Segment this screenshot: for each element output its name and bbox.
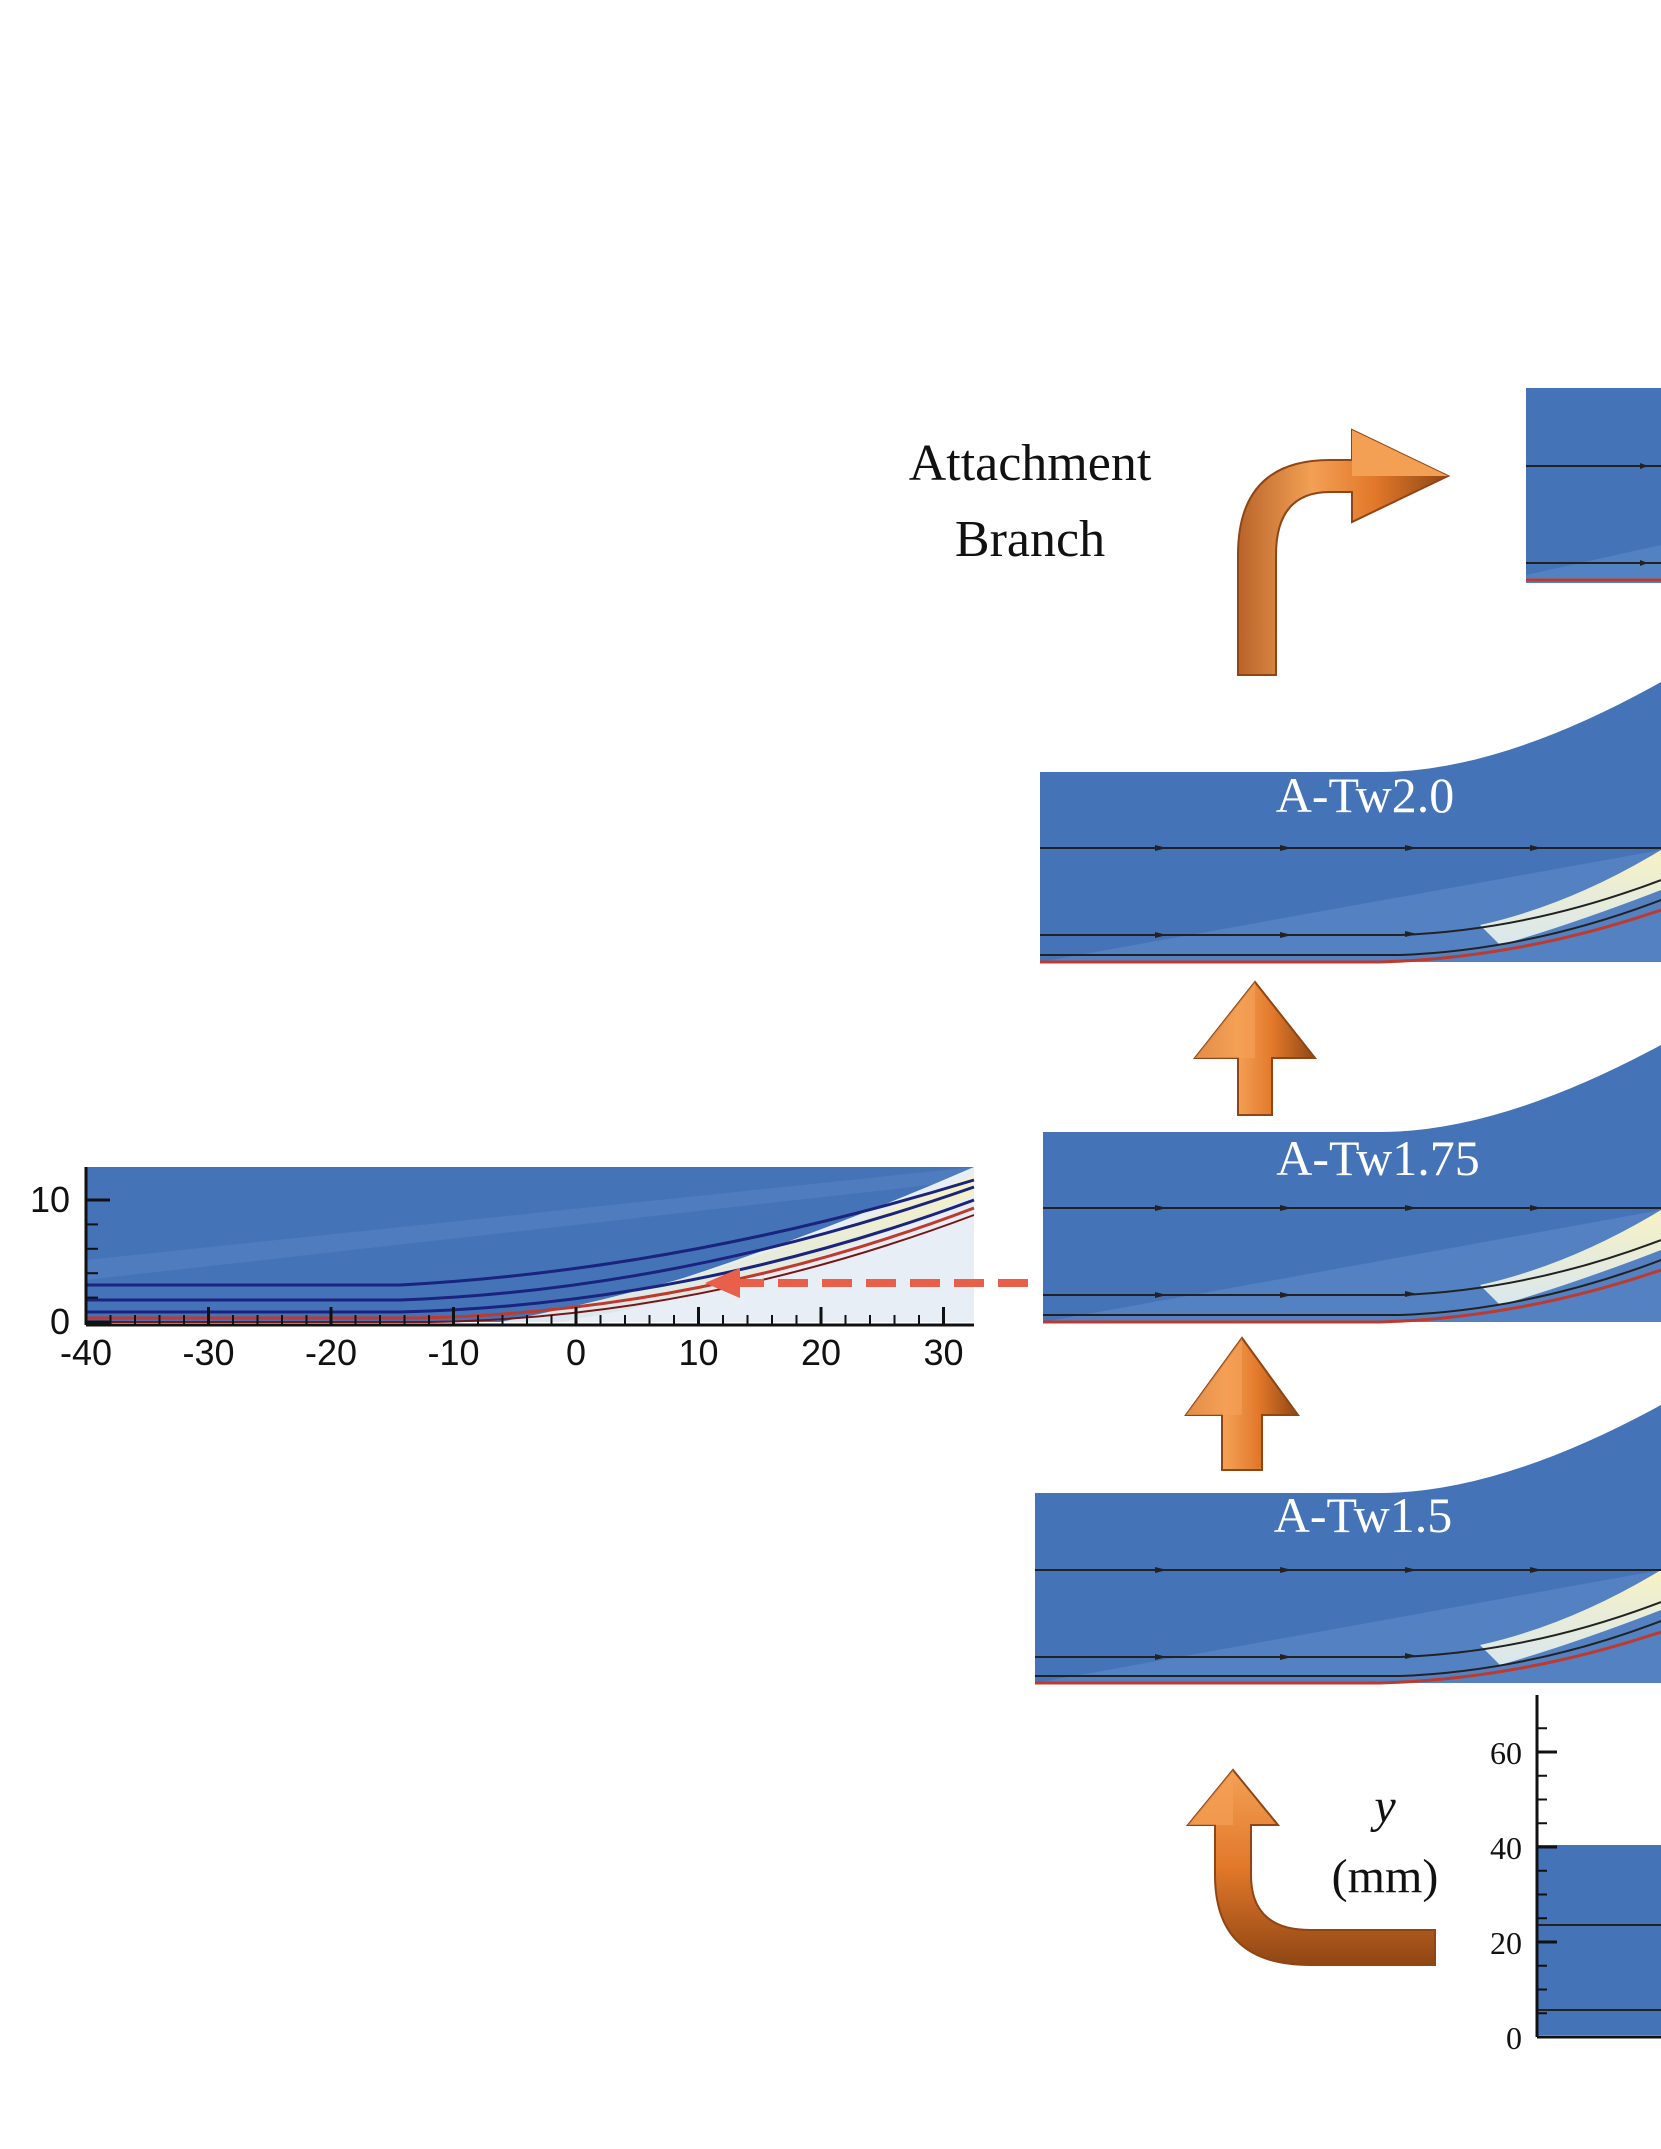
zoom-pointer-arrow [705,1268,1028,1298]
case-label-tw1-5: A-Tw1.5 [1274,1487,1452,1543]
inset-y-tick-label: 0 [50,1301,70,1342]
y-axis-variable: y [1369,1780,1396,1833]
flow-panel-tw2-0 [1040,682,1661,964]
initial-branch-arrow [1185,1768,1436,1966]
inset-x-tick-label: -20 [305,1332,357,1373]
bottom-y-tick-label: 0 [1506,2020,1522,2056]
inset-x-tick-label: 0 [566,1332,586,1373]
up-arrow-lower [1184,1336,1300,1471]
branch-label-line2: Branch [955,511,1105,568]
inset-x-tick-label: 20 [801,1332,841,1373]
case-label-tw1-75: A-Tw1.75 [1276,1130,1479,1186]
inset-x-tick-label: -30 [182,1332,234,1373]
top-right-flow-panel [1526,388,1661,583]
inset-zoom-plot: -40 -30 -20 -10 0 10 20 30 0 10 [30,1167,975,1373]
bottom-axis-panel: 0 20 40 60 [1490,1695,1661,2056]
y-axis-unit: (mm) [1332,1850,1439,1903]
bottom-axis-ticks: 0 20 40 60 [1490,1727,1557,2056]
inset-x-tick-label: 10 [678,1332,718,1373]
inset-x-tick-label: -40 [60,1332,112,1373]
bottom-y-tick-label: 60 [1490,1735,1522,1771]
inset-axis-ticks: -40 -30 -20 -10 0 10 20 30 0 10 [30,1179,964,1373]
inset-x-tick-label: -10 [427,1332,479,1373]
bottom-y-tick-label: 20 [1490,1925,1522,1961]
up-arrow-upper [1192,980,1318,1116]
bottom-y-tick-label: 40 [1490,1830,1522,1866]
flow-panel-tw1-75 [1043,1045,1661,1324]
case-label-tw2-0: A-Tw2.0 [1276,767,1454,823]
inset-y-tick-label: 10 [30,1179,70,1220]
flow-panel-tw1-5 [1035,1405,1661,1685]
attachment-branch-arrow [1237,428,1451,676]
inset-x-tick-label: 30 [923,1332,963,1373]
branch-label-line1: Attachment [909,435,1152,492]
